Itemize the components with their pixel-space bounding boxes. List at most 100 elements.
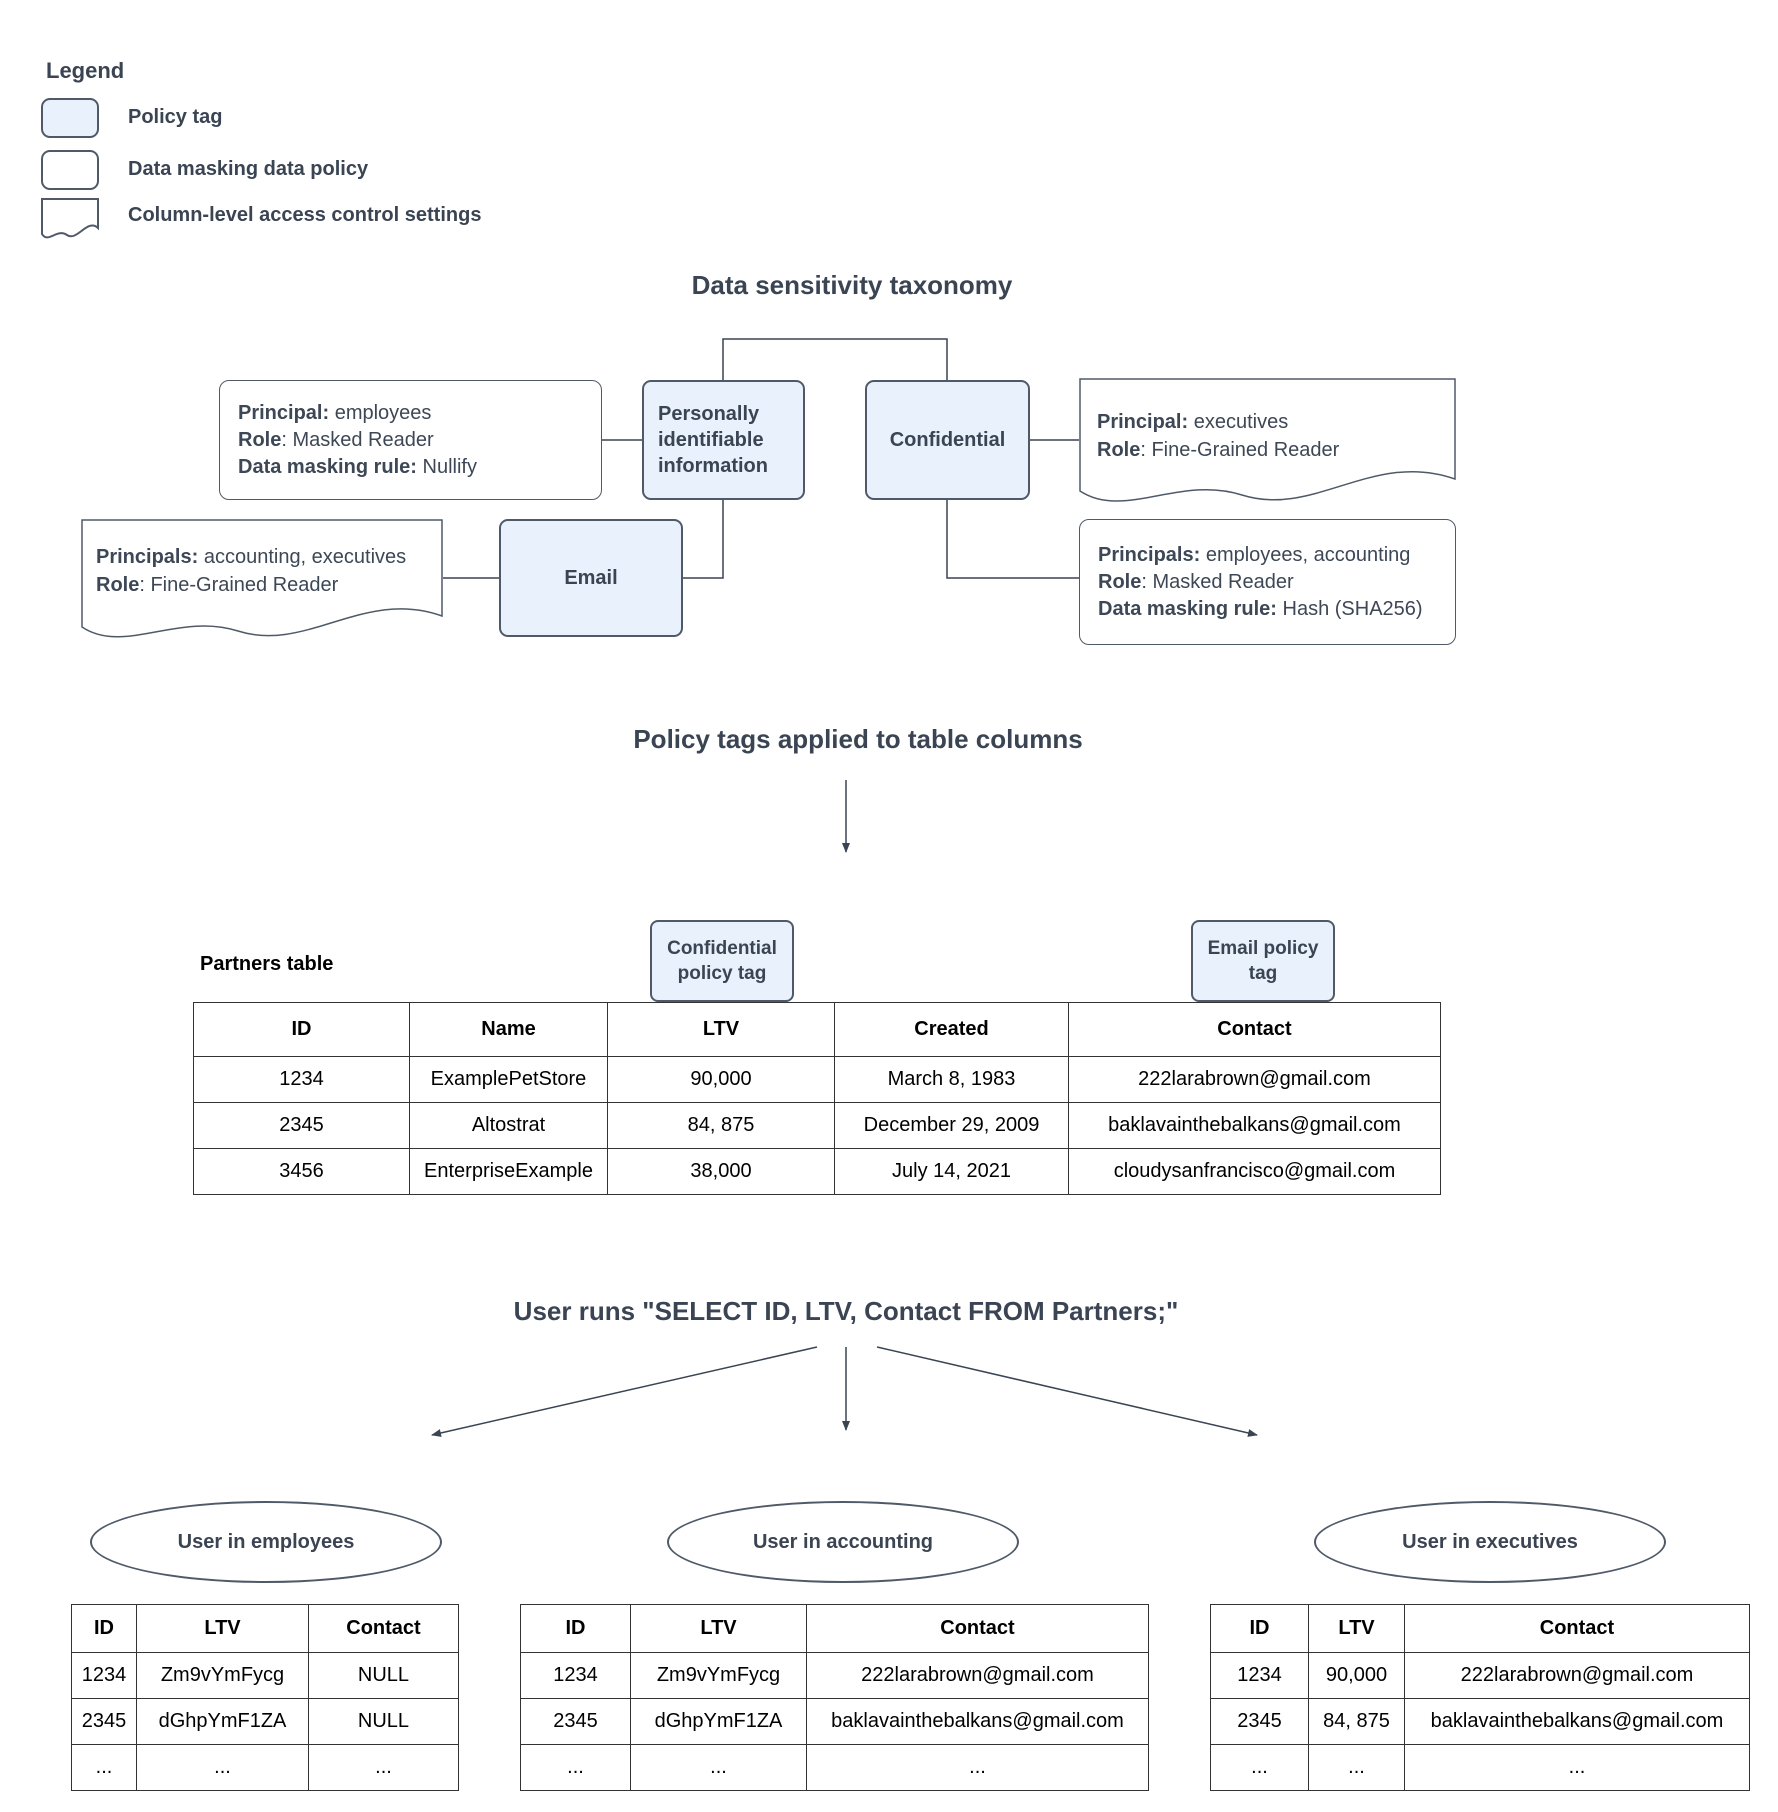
policy-box-hash: Principals: employees, accounting Role: …: [1079, 519, 1456, 645]
user-group-ellipse-employees: User in employees: [90, 1501, 442, 1583]
cell: 2345: [71, 1698, 137, 1745]
results-table-executives: ID LTV Contact 1234 90,000 222larabrown@…: [1210, 1604, 1750, 1791]
cell: ...: [308, 1744, 459, 1791]
column-header: Name: [409, 1002, 608, 1057]
policy-tag-email: Email: [499, 519, 683, 637]
cell: 1234: [71, 1652, 137, 1699]
cell: 2345: [1210, 1698, 1309, 1745]
user-group-ellipse-accounting: User in accounting: [667, 1501, 1019, 1583]
column-header: Contact: [1404, 1604, 1750, 1653]
cell: Altostrat: [409, 1102, 608, 1149]
table-row: 2345 84, 875 baklavainthebalkans@gmail.c…: [1210, 1698, 1750, 1745]
cell: 38,000: [607, 1148, 835, 1195]
cell: dGhpYmF1ZA: [136, 1698, 309, 1745]
table-header-row: ID Name LTV Created Contact: [193, 1002, 1441, 1057]
table-header-row: ID LTV Contact: [1210, 1604, 1750, 1653]
legend-title: Legend: [46, 58, 125, 83]
policy-text: Principals: accounting, executives Role:…: [81, 519, 443, 599]
legend-label-access-control: Column-level access control settings: [128, 204, 482, 226]
policy-tag-confidential: Confidential: [865, 380, 1030, 500]
policy-line: Principal: employees: [238, 401, 432, 424]
column-tag-email: Email policy tag: [1191, 920, 1335, 1002]
legend-swatch-access-control: [41, 198, 99, 239]
results-table-accounting: ID LTV Contact 1234 Zm9vYmFycg 222larabr…: [520, 1604, 1149, 1791]
policy-tag-pii: Personally identifiable information: [642, 380, 805, 500]
cell: NULL: [308, 1652, 459, 1699]
cell: 1234: [193, 1056, 410, 1103]
cell: ...: [1404, 1744, 1750, 1791]
cell: March 8, 1983: [834, 1056, 1069, 1103]
table-row: ... ... ...: [1210, 1744, 1750, 1791]
legend-label-policy-tag: Policy tag: [128, 106, 223, 128]
cell: 3456: [193, 1148, 410, 1195]
cell: ...: [1308, 1744, 1405, 1791]
column-header: ID: [520, 1604, 631, 1653]
results-table-employees: ID LTV Contact 1234 Zm9vYmFycg NULL 2345…: [71, 1604, 459, 1791]
column-header: LTV: [136, 1604, 309, 1653]
legend-swatch-data-policy: [41, 150, 99, 190]
cell: baklavainthebalkans@gmail.com: [1068, 1102, 1441, 1149]
tree-bracket-connector: [722, 338, 948, 380]
column-header: Contact: [1068, 1002, 1441, 1057]
query-arrow-right: [876, 1346, 1258, 1437]
cell: ExamplePetStore: [409, 1056, 608, 1103]
table-row: ... ... ...: [71, 1744, 459, 1791]
cell: dGhpYmF1ZA: [630, 1698, 807, 1745]
table-header-row: ID LTV Contact: [520, 1604, 1149, 1653]
cell: 2345: [193, 1102, 410, 1149]
confidential-to-hash-connector: [946, 500, 1079, 579]
cell: 222larabrown@gmail.com: [1068, 1056, 1441, 1103]
cell: 90,000: [1308, 1652, 1405, 1699]
table-row: ... ... ...: [520, 1744, 1149, 1791]
column-header: ID: [193, 1002, 410, 1057]
policy-line: Role: Fine-Grained Reader: [96, 574, 339, 596]
column-header: Contact: [806, 1604, 1149, 1653]
policy-line: Principal: executives: [1097, 411, 1289, 433]
cell: baklavainthebalkans@gmail.com: [806, 1698, 1149, 1745]
policy-line: Role: Fine-Grained Reader: [1097, 439, 1340, 461]
column-header: Created: [834, 1002, 1069, 1057]
policy-line: Principals: accounting, executives: [96, 546, 407, 568]
column-header: ID: [71, 1604, 137, 1653]
legend-swatch-policy-tag: [41, 98, 99, 138]
policy-line: Data masking rule: Nullify: [238, 455, 477, 478]
cell: 84, 875: [1308, 1698, 1405, 1745]
taxonomy-title: Data sensitivity taxonomy: [691, 270, 1013, 300]
cell: ...: [630, 1744, 807, 1791]
table-row: 2345 dGhpYmF1ZA baklavainthebalkans@gmai…: [520, 1698, 1149, 1745]
cell: 90,000: [607, 1056, 835, 1103]
column-header: ID: [1210, 1604, 1309, 1653]
document-shape: [1079, 378, 1456, 502]
cell: 2345: [520, 1698, 631, 1745]
user-group-ellipse-executives: User in executives: [1314, 1501, 1666, 1583]
cell: July 14, 2021: [834, 1148, 1069, 1195]
policy-line: Role: Masked Reader: [1098, 570, 1294, 593]
policy-line: Data masking rule: Hash (SHA256): [1098, 597, 1423, 620]
query-arrow-left: [431, 1346, 818, 1437]
policy-text: Principal: executives Role: Fine-Grained…: [1079, 378, 1456, 464]
cell: EnterpriseExample: [409, 1148, 608, 1195]
table-row: 3456 EnterpriseExample 38,000 July 14, 2…: [193, 1148, 1441, 1195]
email-to-pii-connector: [683, 500, 724, 579]
cell: Zm9vYmFycg: [630, 1652, 807, 1699]
access-control-box-accounting: Principals: accounting, executives Role:…: [81, 519, 443, 647]
cell: ...: [71, 1744, 137, 1791]
table-row: 1234 Zm9vYmFycg 222larabrown@gmail.com: [520, 1652, 1149, 1699]
access-control-box-executives: Principal: executives Role: Fine-Grained…: [1079, 378, 1456, 512]
column-header: LTV: [607, 1002, 835, 1057]
cell: 1234: [520, 1652, 631, 1699]
table-row: 1234 Zm9vYmFycg NULL: [71, 1652, 459, 1699]
column-tag-confidential: Confidential policy tag: [650, 920, 794, 1002]
cell: Zm9vYmFycg: [136, 1652, 309, 1699]
cell: 222larabrown@gmail.com: [1404, 1652, 1750, 1699]
cell: NULL: [308, 1698, 459, 1745]
document-shape: [81, 519, 443, 638]
cell: ...: [1210, 1744, 1309, 1791]
cell: December 29, 2009: [834, 1102, 1069, 1149]
partners-table: ID Name LTV Created Contact 1234 Example…: [193, 1002, 1441, 1195]
policy-line: Role: Masked Reader: [238, 428, 434, 451]
column-header: LTV: [1308, 1604, 1405, 1653]
column-header: LTV: [630, 1604, 807, 1653]
policy-line: Principals: employees, accounting: [1098, 543, 1411, 566]
